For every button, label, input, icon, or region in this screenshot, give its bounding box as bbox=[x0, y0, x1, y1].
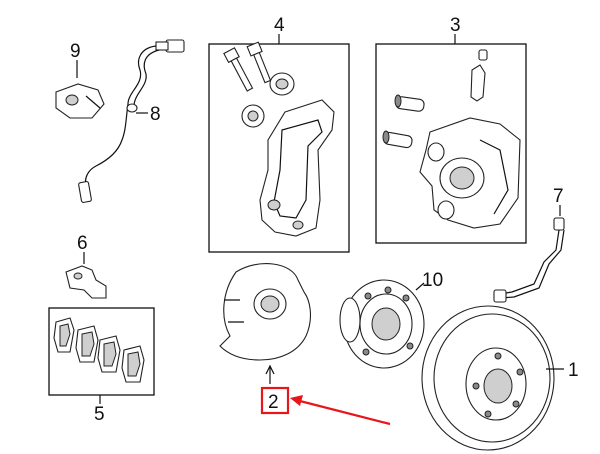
part-10-hub-bearing bbox=[339, 279, 425, 369]
part-1-brake-rotor bbox=[421, 305, 564, 451]
highlight-arrow bbox=[260, 386, 391, 426]
callout-3: 3 bbox=[450, 15, 461, 36]
part-8-abs-sensor bbox=[78, 39, 185, 203]
callout-5: 5 bbox=[94, 404, 105, 425]
bracket-bolts bbox=[223, 41, 295, 128]
callout-8: 8 bbox=[150, 104, 161, 125]
callout-4: 4 bbox=[274, 15, 285, 36]
callout-2: 2 bbox=[268, 392, 279, 413]
callout-6: 6 bbox=[77, 233, 88, 254]
callout-10: 10 bbox=[422, 270, 443, 291]
part-7-brake-hose bbox=[493, 205, 565, 303]
part-9-sensor-bracket bbox=[55, 60, 105, 119]
part-6-wheel-speed-sensor bbox=[65, 252, 107, 299]
box-5 bbox=[48, 307, 155, 396]
part-2-splash-shield bbox=[219, 263, 312, 384]
callout-1: 1 bbox=[568, 360, 579, 381]
callout-7: 7 bbox=[553, 186, 564, 207]
group-5-brake-pads bbox=[48, 307, 155, 404]
callout-2-highlight-box bbox=[260, 386, 290, 415]
group-3-caliper bbox=[375, 34, 527, 244]
group-4-caliper-bracket bbox=[208, 34, 350, 253]
callout-9: 9 bbox=[70, 41, 81, 62]
box-3 bbox=[375, 43, 527, 244]
